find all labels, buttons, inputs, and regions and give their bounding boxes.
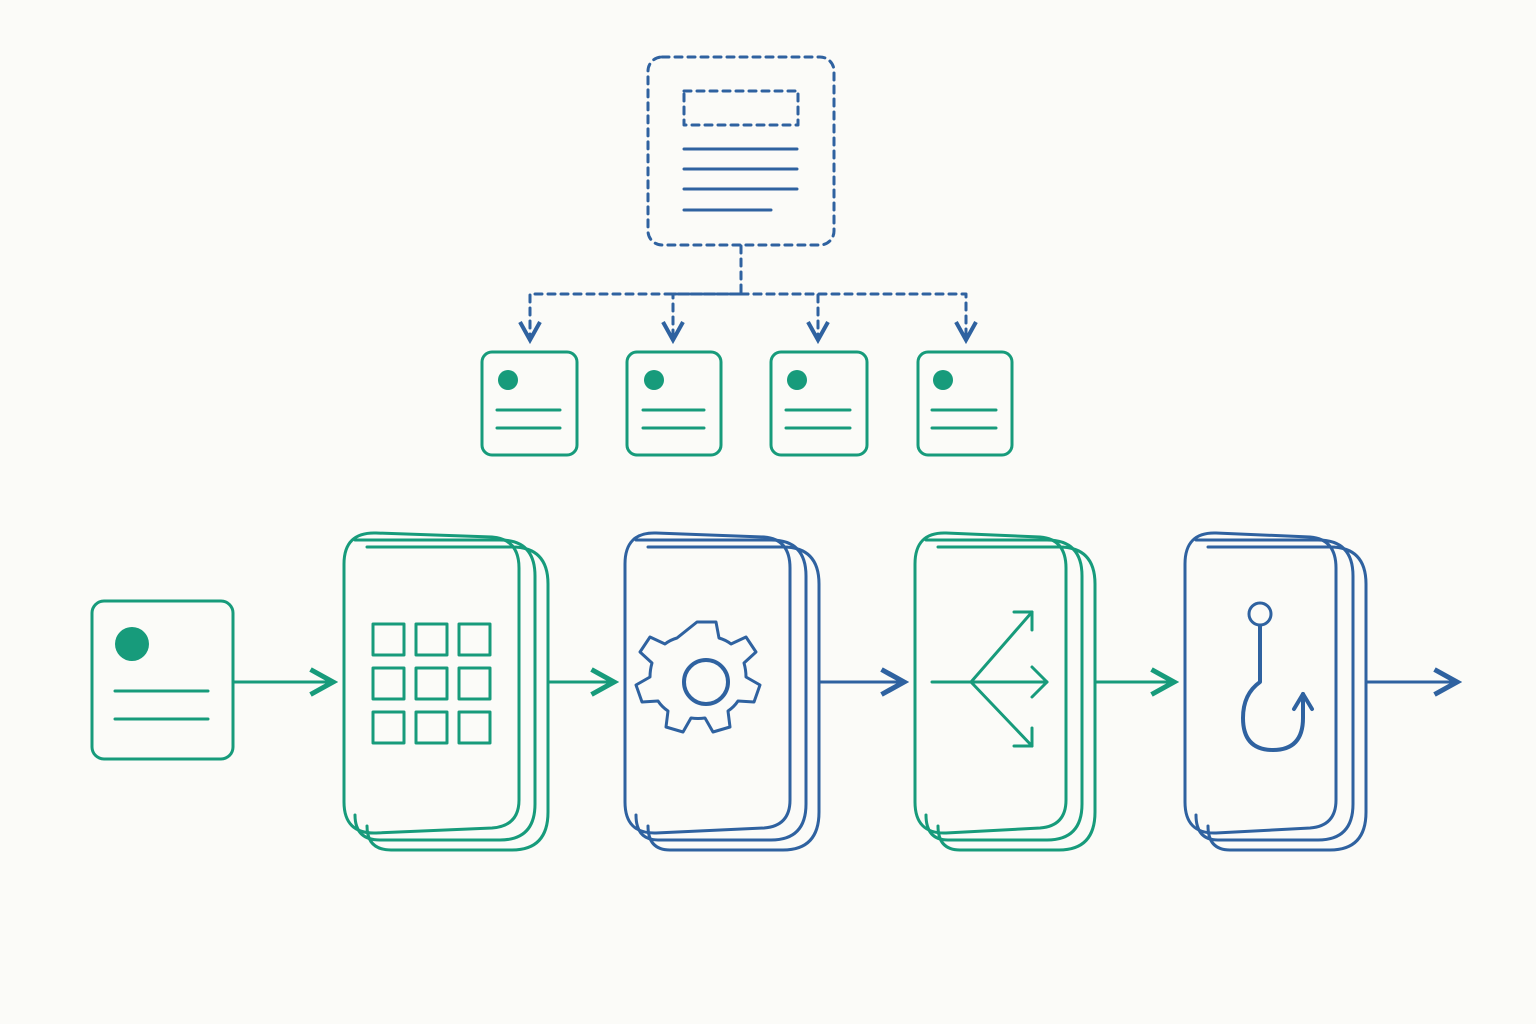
branch-stack-icon: [913, 531, 1097, 852]
gear-icon: [634, 620, 762, 734]
input-profile-card-icon: [90, 599, 235, 761]
branching-arrows-icon: [930, 610, 1049, 748]
dashed-document-template-icon: [646, 55, 836, 247]
gear-stack-icon: [623, 531, 821, 852]
hook-icon: [1241, 601, 1314, 752]
generated-card-1: [480, 350, 579, 457]
hook-stack-icon: [1183, 531, 1368, 852]
grid-icon: [371, 622, 492, 745]
template-branch-connectors: [530, 244, 966, 340]
generated-card-3: [769, 350, 869, 457]
grid-stack-icon: [342, 531, 550, 852]
generated-card-2: [625, 350, 723, 457]
generated-card-4: [916, 350, 1014, 457]
